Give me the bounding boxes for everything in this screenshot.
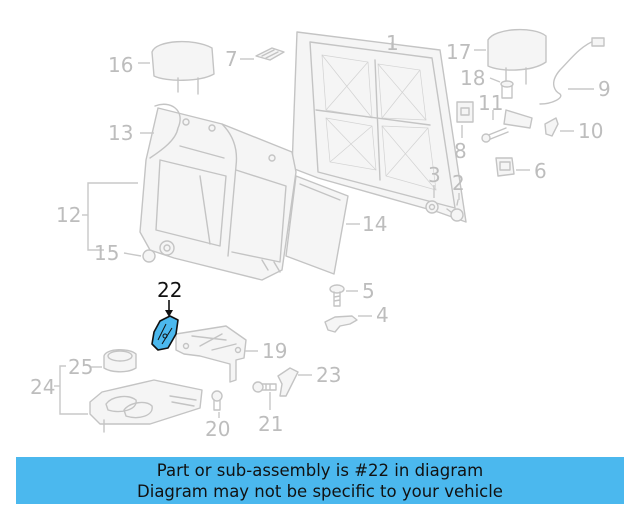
part-7-clip [255, 47, 285, 61]
callout-14[interactable]: 14 [362, 212, 387, 236]
callout-25[interactable]: 25 [68, 355, 93, 379]
callout-21[interactable]: 21 [258, 412, 283, 436]
banner-line-2: Diagram may not be specific to your vehi… [137, 482, 503, 501]
part-6-bracket [495, 157, 515, 177]
part-23-latch [277, 367, 299, 397]
callout-23[interactable]: 23 [316, 363, 341, 387]
part-8-trim [456, 101, 474, 123]
parts-diagram: 1 2 3 4 5 6 7 8 [30, 28, 611, 441]
callout-3[interactable]: 3 [428, 163, 441, 187]
part-16-headrest [151, 40, 215, 95]
callout-13[interactable]: 13 [108, 121, 133, 145]
callout-19[interactable]: 19 [262, 339, 287, 363]
part-19-hinge-bracket [175, 325, 247, 383]
callout-15[interactable]: 15 [94, 241, 119, 265]
part-17-headrest [487, 28, 547, 85]
part-14-back-panel [285, 175, 349, 275]
callout-11[interactable]: 11 [478, 91, 503, 115]
part-24-armrest [89, 379, 203, 433]
callout-5[interactable]: 5 [362, 279, 375, 303]
banner-line-1: Part or sub-assembly is #22 in diagram [156, 461, 484, 480]
part-13-seatback-cushion [139, 103, 297, 281]
part-9-cable [539, 37, 605, 105]
part-18-guide [500, 80, 514, 99]
part-20-bolt [211, 390, 223, 411]
callout-17[interactable]: 17 [446, 40, 471, 64]
part-2-bolt [446, 199, 464, 222]
callout-1[interactable]: 1 [386, 31, 399, 55]
callout-22[interactable]: 22 [157, 278, 182, 302]
callout-20[interactable]: 20 [205, 417, 230, 441]
part-10-hook [544, 117, 559, 137]
part-4-latch [324, 315, 358, 333]
callout-7[interactable]: 7 [225, 47, 238, 71]
callout-4[interactable]: 4 [376, 303, 389, 327]
callout-2[interactable]: 2 [452, 171, 465, 195]
callout-10[interactable]: 10 [578, 119, 603, 143]
part-3-nut [425, 200, 439, 214]
callout-8[interactable]: 8 [454, 139, 467, 163]
part-15-bushing [142, 240, 175, 263]
callout-24[interactable]: 24 [30, 375, 55, 399]
callout-6[interactable]: 6 [534, 159, 547, 183]
part-info-banner: Part or sub-assembly is #22 in diagram D… [16, 457, 624, 504]
callout-16[interactable]: 16 [108, 53, 133, 77]
part-21-bolt [252, 381, 277, 393]
callout-12[interactable]: 12 [56, 203, 81, 227]
callout-18[interactable]: 18 [460, 66, 485, 90]
callout-9[interactable]: 9 [598, 77, 611, 101]
part-5-screw [329, 284, 345, 307]
part-22-hinge-cover[interactable] [151, 315, 179, 351]
part-11-release [481, 109, 533, 143]
part-25-cupholder-insert [103, 349, 137, 373]
